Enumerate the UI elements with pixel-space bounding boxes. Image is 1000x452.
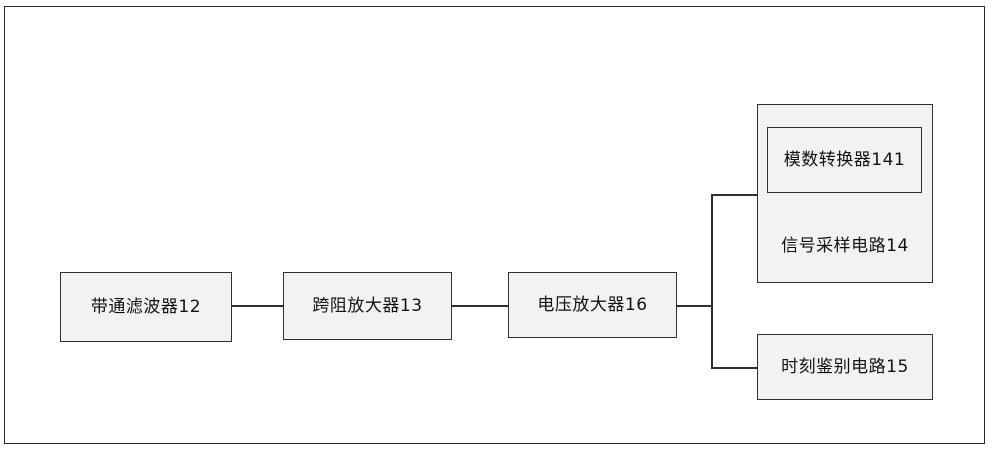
connector-branch-bus bbox=[711, 194, 713, 369]
connector-branch-to-signal-sampling-circuit bbox=[711, 194, 758, 196]
connector-voltage-amplifier-output-stub bbox=[677, 305, 713, 307]
block-analog-to-digital-converter: 模数转换器141 bbox=[767, 127, 922, 193]
connector-bandpass-to-transimpedance bbox=[232, 305, 283, 307]
block-signal-sampling-circuit-label: 信号采样电路14 bbox=[781, 235, 909, 256]
block-voltage-amplifier-label: 电压放大器16 bbox=[537, 294, 648, 315]
block-transimpedance-amplifier: 跨阻放大器13 bbox=[283, 272, 452, 340]
block-signal-sampling-circuit: 模数转换器141 信号采样电路14 bbox=[757, 104, 933, 283]
block-analog-to-digital-converter-label: 模数转换器141 bbox=[783, 149, 906, 170]
block-transimpedance-amplifier-label: 跨阻放大器13 bbox=[312, 295, 423, 316]
block-timing-discrimination-circuit: 时刻鉴别电路15 bbox=[757, 334, 933, 400]
connector-transimpedance-to-voltage bbox=[452, 305, 508, 307]
block-bandpass-filter-label: 带通滤波器12 bbox=[90, 296, 202, 317]
block-timing-discrimination-circuit-label: 时刻鉴别电路15 bbox=[781, 356, 909, 377]
figure-border bbox=[4, 6, 985, 444]
connector-branch-to-timing-discrimination-circuit bbox=[711, 367, 758, 369]
block-voltage-amplifier: 电压放大器16 bbox=[508, 272, 677, 338]
block-bandpass-filter: 带通滤波器12 bbox=[60, 272, 232, 342]
